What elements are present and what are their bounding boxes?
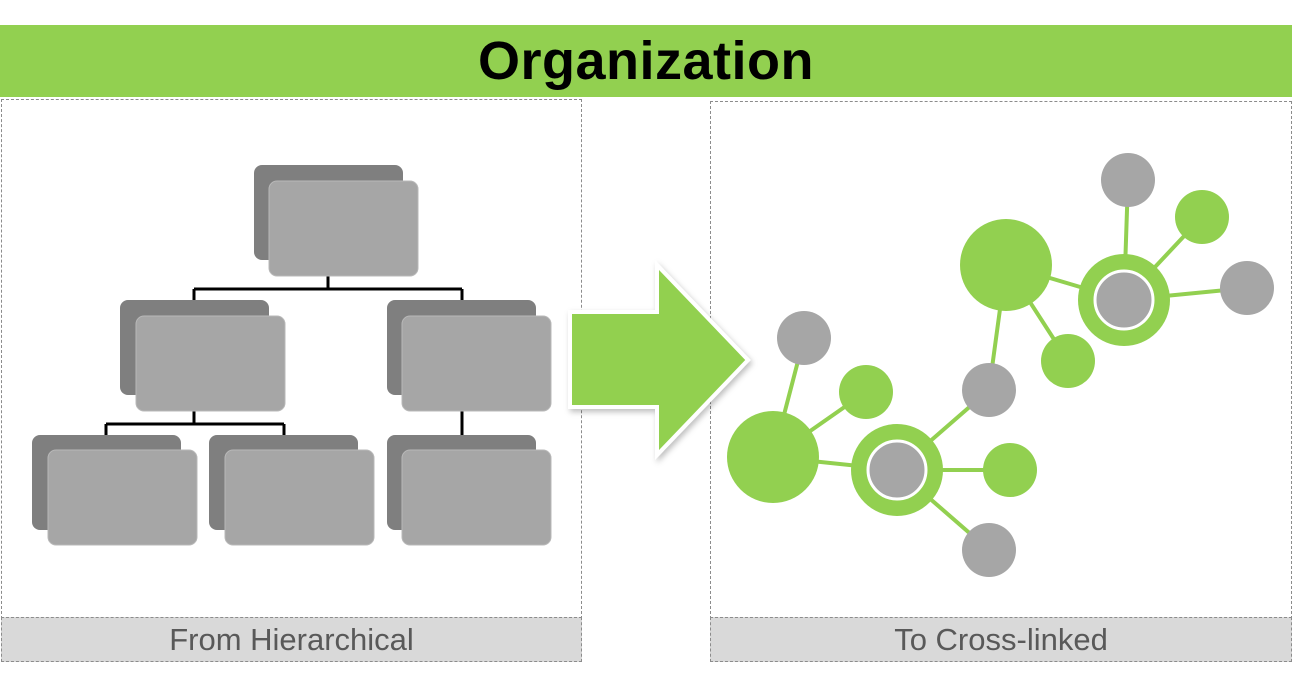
hub-node-core xyxy=(1093,269,1155,331)
org-box-mid-right xyxy=(387,300,552,412)
caption-right-text: To Cross-linked xyxy=(894,621,1108,657)
node-green-large xyxy=(727,411,819,503)
node-green xyxy=(983,443,1037,497)
node-green-large xyxy=(960,219,1052,311)
org-box-bottom-right xyxy=(387,435,552,546)
transition-arrow xyxy=(568,260,751,460)
caption-left-text: From Hierarchical xyxy=(169,621,414,657)
node-gray xyxy=(1220,261,1274,315)
node-gray xyxy=(1101,153,1155,207)
hub-node-core xyxy=(866,439,928,501)
node-gray xyxy=(962,523,1016,577)
node-gray xyxy=(962,363,1016,417)
org-box-mid-left xyxy=(120,300,286,412)
node-gray xyxy=(777,311,831,365)
network-nodes xyxy=(727,153,1274,577)
node-green xyxy=(839,365,893,419)
node-green xyxy=(1175,190,1229,244)
node-green xyxy=(1041,334,1095,388)
org-box-bottom-left xyxy=(32,435,198,546)
org-box-bottom-middle xyxy=(209,435,375,546)
page-title: Organization xyxy=(477,31,814,91)
caption-from-hierarchical: From Hierarchical xyxy=(1,617,582,662)
caption-to-cross-linked: To Cross-linked xyxy=(710,617,1292,662)
title-banner: Organization xyxy=(0,25,1292,97)
org-box-top xyxy=(254,165,419,277)
